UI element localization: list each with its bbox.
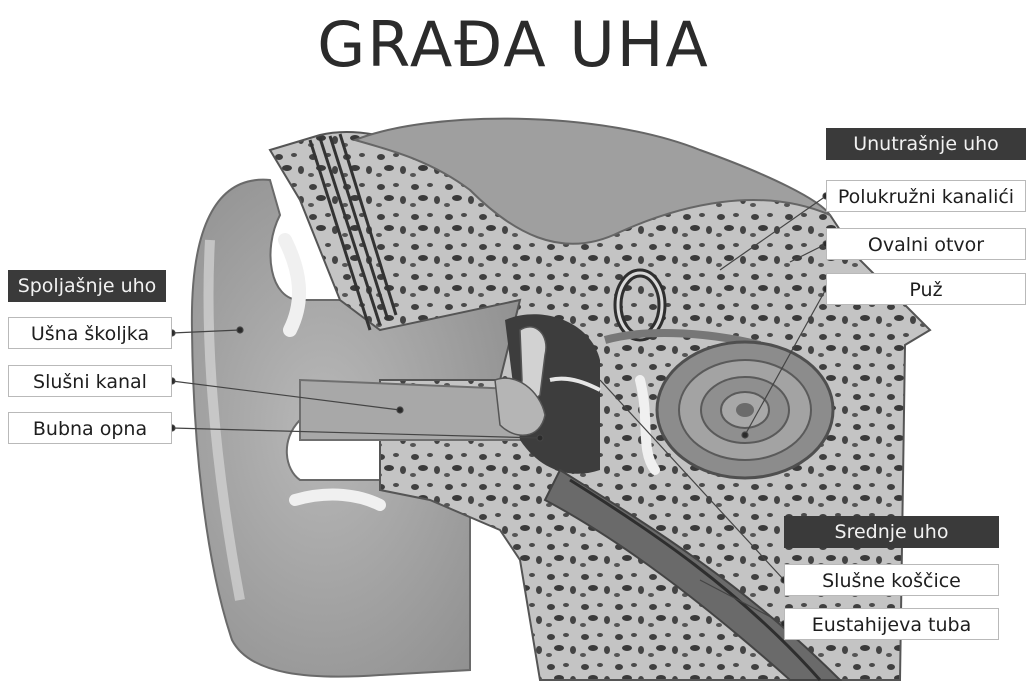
label-semicircular-canals: Polukružni kanalići <box>826 180 1026 212</box>
label-eardrum: Bubna opna <box>8 412 172 444</box>
label-oval-window: Ovalni otvor <box>826 228 1026 260</box>
label-pinna: Ušna školjka <box>8 317 172 349</box>
label-cochlea: Puž <box>826 273 1026 305</box>
label-ossicles: Slušne koščice <box>784 564 999 596</box>
outer-ear-header: Spoljašnje uho <box>8 270 166 302</box>
inner-ear-header: Unutrašnje uho <box>826 128 1026 160</box>
middle-ear-header: Srednje uho <box>784 516 999 548</box>
label-ear-canal: Slušni kanal <box>8 365 172 397</box>
label-eustachian-tube: Eustahijeva tuba <box>784 608 999 640</box>
